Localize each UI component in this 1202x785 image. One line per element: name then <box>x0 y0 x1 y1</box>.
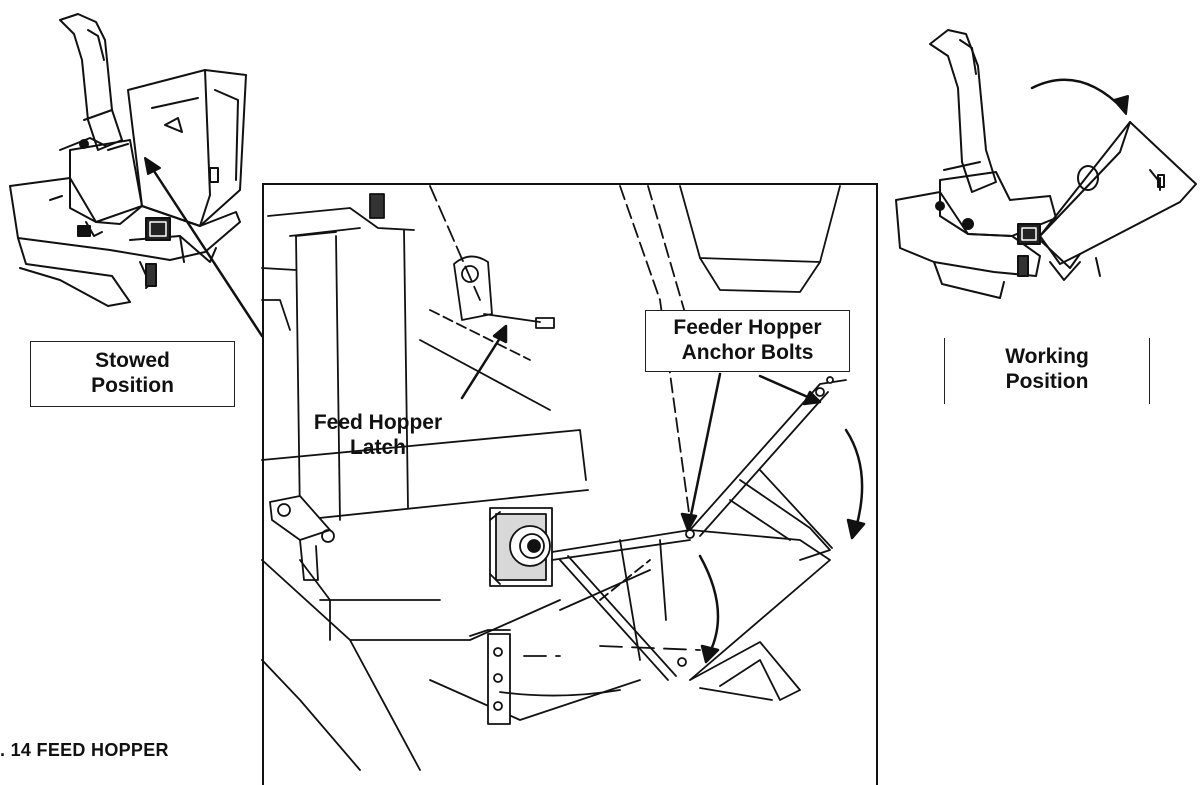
stowed-leader-arrow <box>144 157 264 338</box>
stowed-label-line1: Stowed <box>95 349 170 372</box>
latch-arrow <box>460 324 508 400</box>
anchor-bolt-arrow-left <box>680 372 722 532</box>
rotation-arrow-lower <box>698 554 720 664</box>
stowed-machine-drawing <box>9 13 247 307</box>
latch-label-line1: Feed Hopper <box>313 411 443 434</box>
working-label-line1: Working <box>1005 345 1089 368</box>
working-machine-drawing <box>895 29 1197 299</box>
feed-hopper-latch-label: Feed Hopper Latch <box>288 410 468 460</box>
anchor-bolt-arrow-right <box>758 374 822 406</box>
working-position-label: Working Position <box>944 338 1150 404</box>
latch-label-line2: Latch <box>349 436 406 459</box>
inset-detail-drawing <box>261 185 847 771</box>
inset-frame <box>262 183 878 785</box>
figure-caption: . 14 FEED HOPPER <box>0 740 169 760</box>
anchor-label-line2: Anchor Bolts <box>681 341 814 364</box>
stowed-position-label: Stowed Position <box>30 341 235 407</box>
anchor-bolts-label: Feeder Hopper Anchor Bolts <box>645 310 850 372</box>
stowed-label-line2: Position <box>91 374 174 397</box>
working-label-line2: Position <box>1005 370 1089 393</box>
anchor-label-line1: Feeder Hopper <box>673 316 822 339</box>
rotation-arrow-upper <box>844 428 866 540</box>
